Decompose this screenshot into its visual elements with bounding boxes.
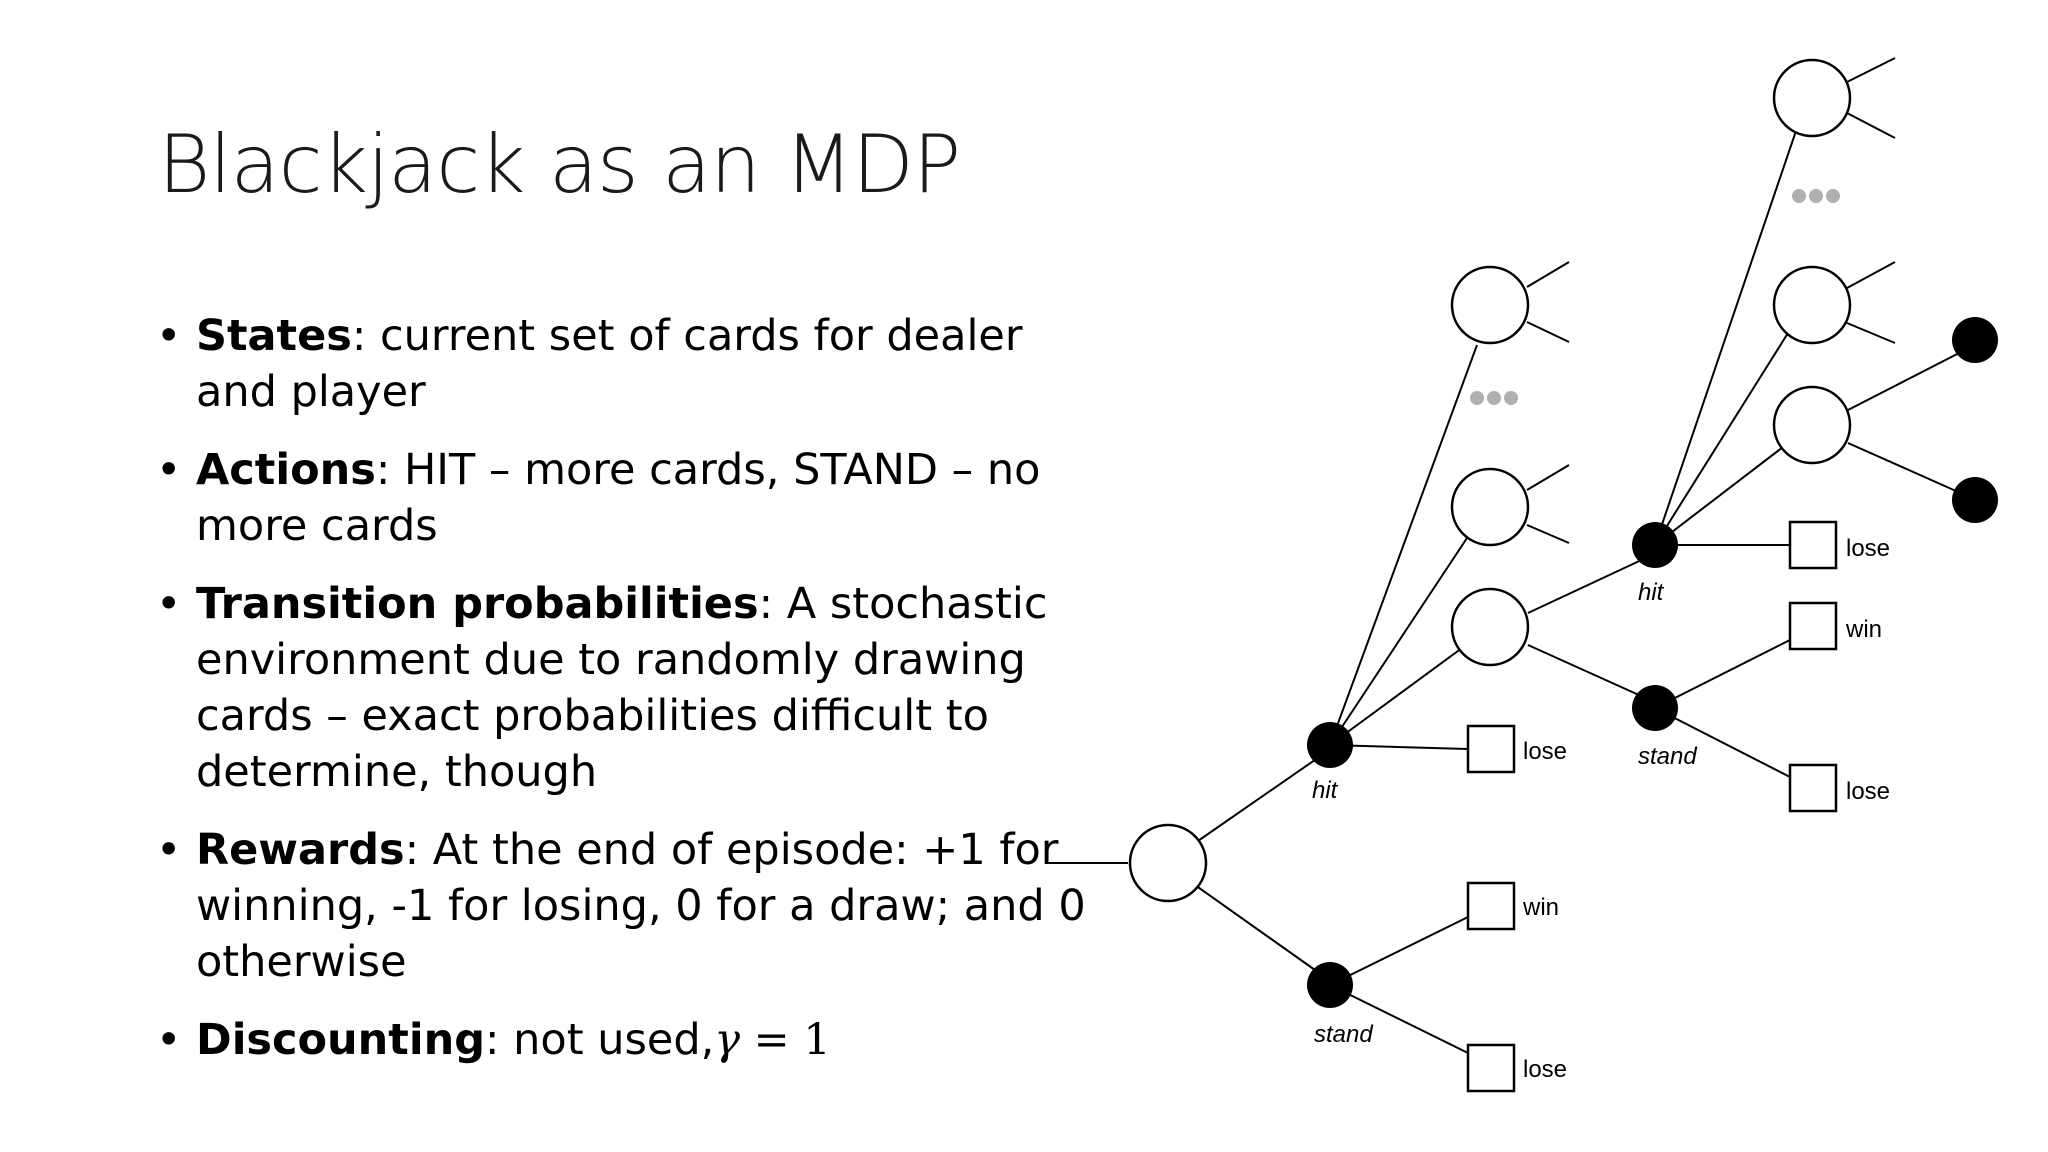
state-node bbox=[1772, 58, 1852, 138]
ellipsis-dot bbox=[1487, 391, 1501, 405]
hit-action-node bbox=[1307, 722, 1353, 768]
ellipsis-dot bbox=[1809, 189, 1823, 203]
edge-uhit-state-mid bbox=[1654, 332, 1789, 546]
edge-stub bbox=[1846, 322, 1896, 344]
state-node bbox=[1772, 265, 1852, 345]
hit-action-node bbox=[1632, 522, 1678, 568]
edge-state-terminal bbox=[1847, 442, 1966, 496]
bullet-term: Discounting bbox=[196, 1015, 485, 1065]
edge-root-hit bbox=[1194, 754, 1323, 844]
label-hit: hit bbox=[1312, 777, 1339, 804]
edge-state-terminal bbox=[1847, 349, 1966, 411]
gamma-value: = 1 bbox=[740, 1015, 831, 1065]
bullet-dot: • bbox=[156, 579, 182, 629]
edge-stub bbox=[1526, 261, 1570, 288]
label-stand: stand bbox=[1638, 743, 1697, 770]
edge-hit-state-mid bbox=[1329, 537, 1468, 746]
label-win: win bbox=[1845, 616, 1882, 643]
edge-stub bbox=[1846, 112, 1896, 139]
bullet-actions: • Actions: HIT – more cards, STAND – no … bbox=[150, 442, 1110, 554]
outcome-square bbox=[1466, 724, 1516, 774]
bullet-term: Transition probabilities bbox=[196, 579, 759, 629]
label-stand: stand bbox=[1314, 1021, 1373, 1048]
bullet-states: • States: current set of cards for deale… bbox=[150, 308, 1110, 420]
edge-stub bbox=[1526, 321, 1570, 343]
terminal-node bbox=[1952, 317, 1998, 363]
tree-edges bbox=[1045, 57, 1966, 1054]
outcome-square bbox=[1788, 520, 1838, 570]
bullet-rewards: • Rewards: At the end of episode: +1 for… bbox=[150, 822, 1110, 990]
edge-stand-win bbox=[1329, 916, 1469, 986]
state-nodes bbox=[1128, 58, 1852, 903]
bullet-list: • States: current set of cards for deale… bbox=[150, 308, 1110, 1090]
state-node bbox=[1450, 265, 1530, 345]
bullet-transition-probabilities: • Transition probabilities: A stochastic… bbox=[150, 576, 1110, 800]
edge-stub bbox=[1846, 261, 1896, 289]
outcome-square bbox=[1466, 1043, 1516, 1093]
label-win: win bbox=[1522, 894, 1559, 921]
ellipsis-dot bbox=[1504, 391, 1518, 405]
outcome-square bbox=[1466, 881, 1516, 931]
bullet-term: States bbox=[196, 311, 352, 361]
ellipsis-dot bbox=[1826, 189, 1840, 203]
state-node bbox=[1772, 385, 1852, 465]
edge-stub bbox=[1526, 524, 1570, 544]
bullet-dot: • bbox=[156, 825, 182, 875]
edge-hit-lose bbox=[1329, 744, 1469, 750]
edge-uhit-state-top bbox=[1654, 127, 1798, 546]
outcome-square bbox=[1788, 601, 1838, 651]
gamma-equation: γ = 1 bbox=[714, 1015, 830, 1065]
stand-action-node bbox=[1632, 685, 1678, 731]
outcome-square bbox=[1788, 763, 1838, 813]
gamma-symbol: γ bbox=[714, 1015, 741, 1065]
edge-root-stand bbox=[1194, 884, 1323, 976]
bullet-term: Actions bbox=[196, 445, 376, 495]
ellipsis-dot bbox=[1470, 391, 1484, 405]
bullet-dot: • bbox=[156, 1015, 182, 1065]
edge-hit-state-low bbox=[1329, 647, 1463, 746]
edge-ustand-win bbox=[1654, 639, 1791, 709]
label-lose: lose bbox=[1523, 1056, 1567, 1083]
stand-action-node bbox=[1307, 962, 1353, 1008]
edge-stand-lose bbox=[1329, 984, 1469, 1054]
edge-state-stand bbox=[1527, 644, 1651, 701]
edge-ustand-lose bbox=[1654, 707, 1791, 778]
edge-stub bbox=[1526, 464, 1570, 491]
bullet-dot: • bbox=[156, 311, 182, 361]
edge-state-hit bbox=[1527, 555, 1651, 614]
action-nodes bbox=[1307, 317, 1998, 1008]
outcome-nodes bbox=[1466, 520, 1838, 1093]
bullet-dot: • bbox=[156, 445, 182, 495]
bullet-text: : current set of cards for dealer and pl… bbox=[196, 311, 1023, 417]
label-hit: hit bbox=[1638, 579, 1665, 606]
terminal-node bbox=[1952, 477, 1998, 523]
label-lose: lose bbox=[1846, 778, 1890, 805]
ellipsis-dot bbox=[1792, 189, 1806, 203]
bullet-text: : HIT – more cards, STAND – no more card… bbox=[196, 445, 1041, 551]
ellipsis-dots bbox=[1470, 189, 1840, 405]
edge-stub bbox=[1846, 57, 1896, 83]
bullet-discounting: • Discounting: not used,γ = 1 bbox=[150, 1012, 1110, 1068]
label-lose: lose bbox=[1523, 738, 1567, 765]
edge-hit-state-top bbox=[1329, 344, 1478, 746]
root-state-node bbox=[1128, 823, 1208, 903]
bullet-text: : not used, bbox=[484, 1015, 715, 1065]
bullet-text: : A stochastic environment due to random… bbox=[196, 579, 1048, 797]
state-node bbox=[1450, 467, 1530, 547]
slide-title: Blackjack as an MDP bbox=[158, 118, 961, 211]
state-node bbox=[1450, 587, 1530, 667]
edge-uhit-state-low bbox=[1654, 446, 1784, 546]
bullet-text: : At the end of episode: +1 for winning,… bbox=[196, 825, 1086, 987]
bullet-term: Rewards bbox=[196, 825, 405, 875]
label-lose: lose bbox=[1846, 535, 1890, 562]
